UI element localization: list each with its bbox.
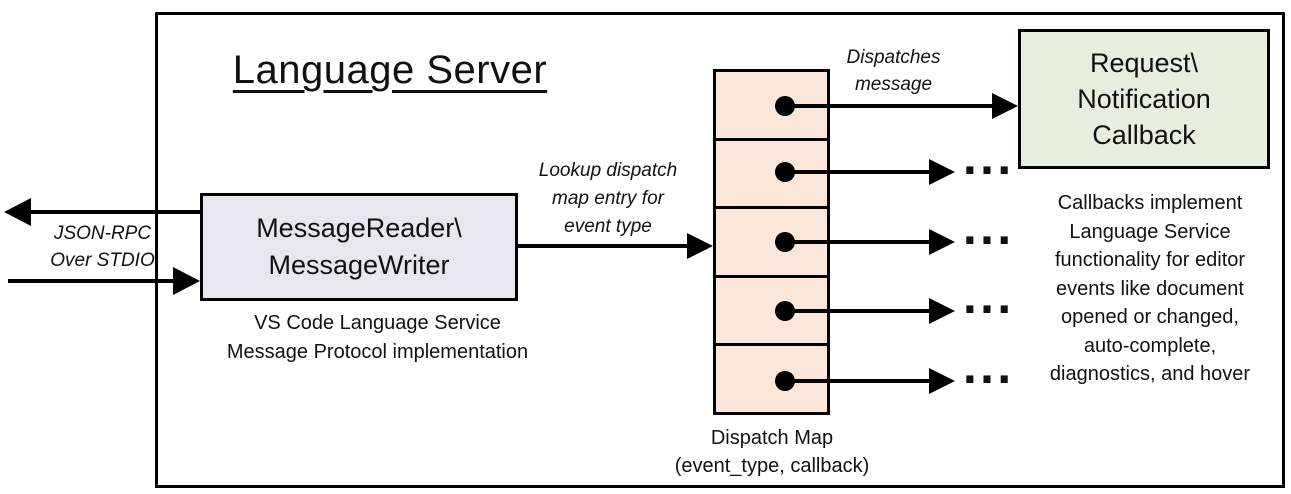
dispatches-label-line2: message [854, 74, 933, 95]
ellipsis: ... [962, 277, 1014, 323]
dispatch-map [713, 69, 830, 415]
dispatch-map-cell [716, 274, 827, 344]
callback-note-line7: diagnostics, and hover [1049, 363, 1251, 385]
ellipsis: ... [962, 138, 1014, 184]
callback-note: Callbacks implement Language Service fun… [1020, 189, 1280, 389]
callback-note-line5: opened or changed, [1061, 306, 1239, 328]
dispatch-map-cell [716, 72, 827, 138]
callback-box-line2: Notification [1077, 84, 1211, 114]
dispatch-map-cell [716, 343, 827, 412]
dispatch-map-cell [716, 206, 827, 275]
dispatch-map-cell [716, 137, 827, 207]
io-label-line1: JSON-RPC [53, 223, 152, 244]
reader-caption: VS Code Language Service Message Protoco… [190, 309, 565, 367]
reader-caption-line1: VS Code Language Service [254, 312, 501, 334]
reader-box-line2: MessageWriter [268, 250, 450, 280]
dispatches-message-label: Dispatches message [826, 44, 961, 98]
page-title: Language Server [232, 48, 548, 92]
language-server-boundary-box [155, 12, 1285, 488]
request-notification-callback-box: Request\ Notification Callback [1018, 29, 1270, 169]
dispatch-map-caption: Dispatch Map (event_type, callback) [622, 424, 922, 480]
reader-box-line1: MessageReader\ [256, 213, 462, 243]
lookup-label-line3: event type [564, 216, 652, 237]
dispatch-caption-line2: (event_type, callback) [674, 455, 870, 477]
message-reader-writer-box: MessageReader\ MessageWriter [200, 193, 518, 301]
ellipsis: ... [962, 208, 1014, 254]
lookup-label-line2: map entry for [552, 188, 664, 209]
dispatches-label-line1: Dispatches [846, 47, 941, 68]
callback-note-line1: Callbacks implement [1057, 192, 1243, 214]
callback-note-line2: Language Service [1069, 220, 1231, 243]
io-label-line2: Over STDIO [50, 250, 155, 271]
lookup-label-line1: Lookup dispatch [538, 160, 678, 181]
callback-note-line4: events like document [1056, 277, 1244, 300]
callback-note-line3: functionality for editor [1054, 249, 1246, 271]
reader-caption-line2: Message Protocol implementation [226, 341, 529, 363]
callback-box-line1: Request\ [1089, 48, 1199, 78]
ellipsis: ... [962, 347, 1014, 393]
json-rpc-stdio-label: JSON-RPC Over STDIO [15, 220, 190, 274]
callback-box-line3: Callback [1092, 120, 1196, 150]
dispatch-caption-line1: Dispatch Map [710, 427, 834, 449]
callback-note-line6: auto-complete, [1083, 334, 1217, 357]
lookup-dispatch-label: Lookup dispatch map entry for event type [513, 157, 703, 241]
